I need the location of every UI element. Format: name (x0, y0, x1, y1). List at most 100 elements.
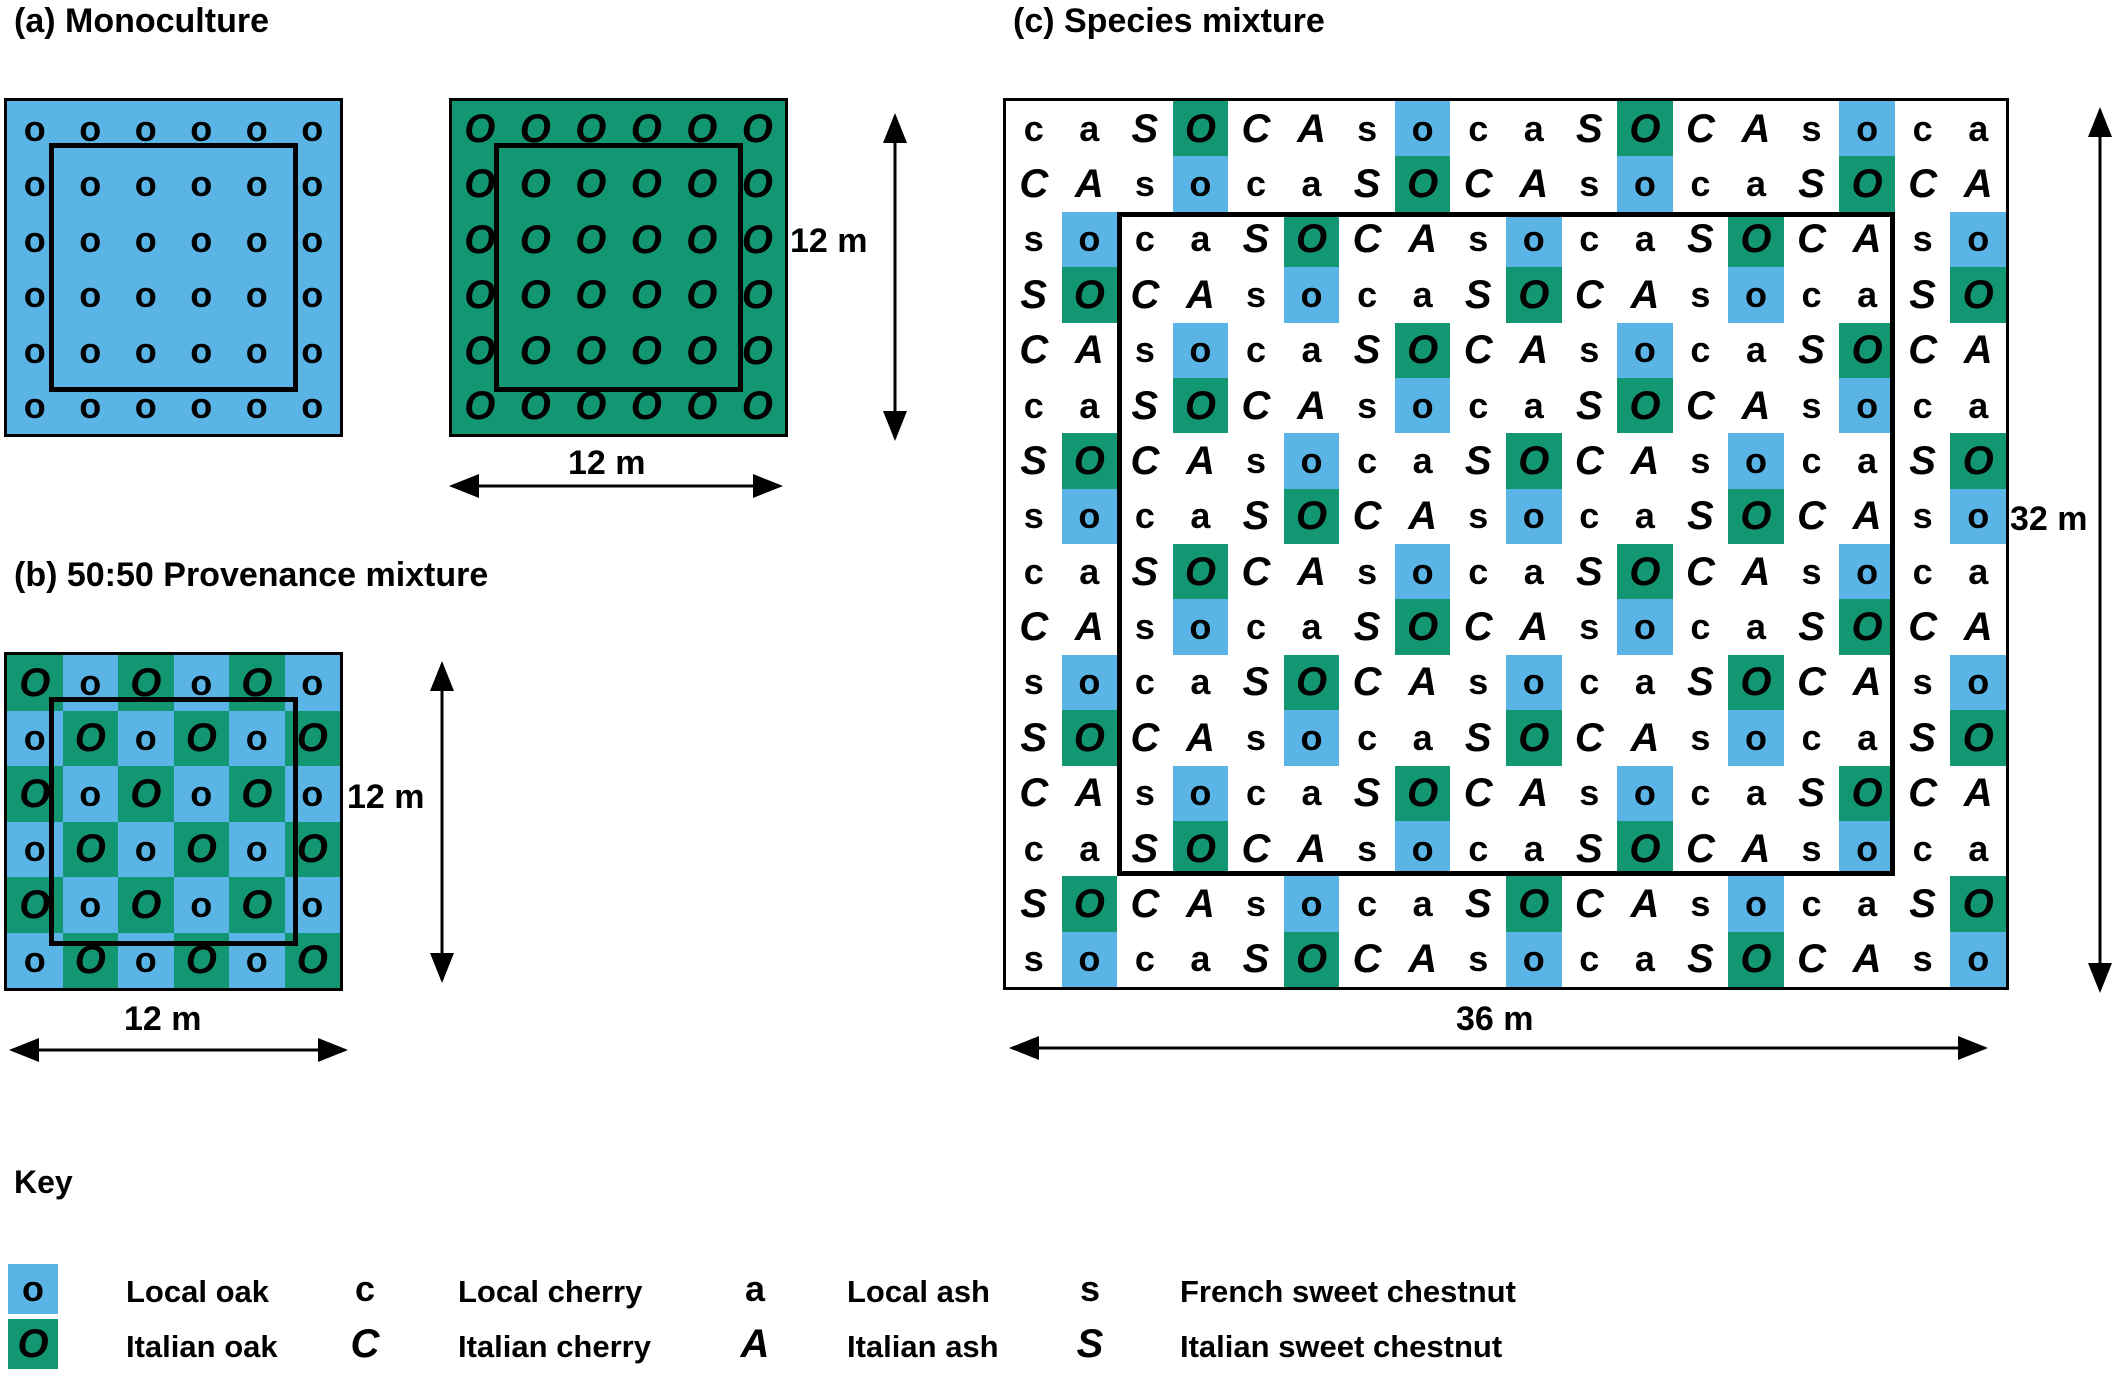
plot-cell-local-oak: o (62, 766, 118, 822)
plot-cell-local-oak: o (1394, 820, 1451, 877)
plot-cell-italian-oak: O (1283, 488, 1340, 544)
plot-cell-italian-oak: O (519, 106, 551, 151)
plot-cell-local-cherry: c (1672, 765, 1729, 821)
plot-cell-italian-oak: O (1950, 876, 2006, 932)
plot-cell-italian-oak: O (464, 106, 496, 151)
plot-cell-italian-ash: A (1172, 267, 1229, 323)
plot-cell-italian-cherry: C (1561, 267, 1618, 323)
plot-cell-italian-ash: A (1617, 433, 1673, 489)
plot-cell-local-oak: o (229, 710, 285, 766)
plot-cell-local-oak: o (1839, 544, 1895, 600)
plot-cell-italian-oak: O (62, 710, 118, 766)
plot-cell-local-oak: o (190, 329, 213, 371)
plot-cell-italian-sweet-chestnut: S (1450, 433, 1506, 489)
plot-cell-italian-sweet-chestnut: S (1672, 654, 1729, 711)
plot-cell-local-cherry: c (1894, 377, 1951, 434)
plot-cell-local-oak: o (245, 385, 268, 427)
key-symbol-italian-sweet-chestnut: S (1076, 1321, 1104, 1366)
plot-cell-italian-sweet-chestnut: S (1894, 876, 1951, 932)
key-label-italian-sweet-chestnut: Italian sweet chestnut (1180, 1329, 1503, 1364)
plot-cell-local-oak: o (1394, 544, 1451, 600)
plot-cell-italian-oak: O (575, 162, 607, 207)
plot-cell-local-cherry: c (1783, 876, 1840, 932)
plot-cell-italian-oak: O (464, 384, 496, 429)
plot-cell-local-oak: o (23, 274, 46, 316)
plot-cell-italian-oak: O (62, 821, 118, 877)
plot-cell-local-oak: o (1839, 820, 1895, 877)
plot-cell-italian-sweet-chestnut: S (1672, 211, 1729, 268)
plot-cell-italian-oak: O (741, 384, 773, 429)
plot-cell-italian-oak: O (1950, 267, 2006, 323)
plot-cell-italian-cherry: C (1006, 156, 1062, 212)
plot-cell-local-oak: o (229, 821, 285, 877)
plot-cell-italian-oak: O (464, 273, 496, 318)
plot-cell-italian-cherry: C (1117, 710, 1173, 766)
plot-cell-local-oak: o (1172, 156, 1229, 212)
plot-cell-local-ash: a (1172, 654, 1229, 711)
plot-cell-local-cherry: c (1450, 377, 1506, 434)
plot-cell-local-ash: a (1506, 820, 1562, 877)
plot-cell-italian-ash: A (1839, 211, 1895, 268)
plot-cell-italian-oak: O (1617, 544, 1673, 600)
plot-cell-local-oak: o (1950, 654, 2006, 711)
plot-cell-local-cherry: c (1561, 211, 1618, 268)
plot-cell-local-ash: a (1061, 820, 1118, 877)
plot-cell-italian-oak: O (1394, 765, 1451, 821)
plot-cell-italian-ash: A (1617, 267, 1673, 323)
plot-cell-local-cherry: c (1228, 322, 1284, 378)
plot-cell-italian-oak: O (118, 766, 174, 822)
plot-cell-italian-oak: O (519, 328, 551, 373)
plot-cell-italian-ash: A (1394, 654, 1451, 711)
plot-cell-local-ash: a (1839, 710, 1895, 766)
plot-cell-local-oak: o (190, 274, 213, 316)
plot-cell-italian-ash: A (1394, 211, 1451, 268)
plot-cell-italian-oak: O (1506, 433, 1562, 489)
plot-cell-italian-cherry: C (1228, 101, 1284, 157)
plot-cell-italian-ash: A (1394, 488, 1451, 544)
plot-cell-italian-oak: O (575, 217, 607, 262)
key-symbol-italian-ash: A (740, 1321, 770, 1366)
plot-cell-italian-oak: O (1728, 211, 1784, 268)
plot-cell-local-oak: o (1061, 654, 1118, 711)
plot-cell-italian-oak: O (1728, 488, 1784, 544)
plot-cell-local-cherry: c (1117, 931, 1173, 987)
plot-cell-local-oak: o (1617, 322, 1673, 378)
plot-cell-italian-cherry: C (1339, 488, 1395, 544)
plot-cell-italian-ash: A (1839, 488, 1895, 544)
plot-cell-italian-oak: O (1617, 377, 1673, 434)
plot-cell-local-ash: a (1839, 267, 1895, 323)
plot-cell-local-oak: o (79, 329, 102, 371)
plot-cell-italian-oak: O (686, 106, 718, 151)
plot-cell-italian-ash: A (1506, 156, 1562, 212)
plot-cell-local-cherry: c (1783, 433, 1840, 489)
plot-cell-italian-cherry: C (1450, 599, 1506, 655)
plot-cell-local-oak: o (190, 218, 213, 260)
key-label-local-cherry: Local cherry (458, 1274, 643, 1309)
plot-cell-italian-cherry: C (1672, 820, 1729, 877)
plot-cell-french-sweet-chestnut: s (1450, 211, 1506, 268)
plot-cell-italian-oak: O (741, 273, 773, 318)
plot-cell-italian-sweet-chestnut: S (1006, 710, 1062, 766)
plot-cell-italian-cherry: C (1894, 156, 1951, 212)
plot-cell-italian-oak: O (630, 106, 662, 151)
plot-cell-italian-oak: O (686, 217, 718, 262)
plot-cell-italian-oak: O (1061, 433, 1118, 489)
plot-cell-italian-oak: O (1950, 710, 2006, 766)
plot-cell-italian-oak: O (173, 821, 229, 877)
plot-cell-local-cherry: c (1117, 211, 1173, 268)
plot-cell-italian-oak: O (1839, 156, 1895, 212)
plot-cell-local-cherry: c (1228, 599, 1284, 655)
plot-cell-italian-sweet-chestnut: S (1339, 765, 1395, 821)
plot-cell-local-oak: o (62, 877, 118, 933)
key-symbol-italian-oak: O (8, 1319, 58, 1369)
plot-cell-italian-oak: O (1950, 433, 2006, 489)
plot-cell-italian-ash: A (1061, 599, 1118, 655)
plot-cell-italian-cherry: C (1006, 322, 1062, 378)
plot-cell-italian-sweet-chestnut: S (1117, 101, 1173, 157)
plot-cell-local-cherry: c (1006, 820, 1062, 877)
plot-cell-local-ash: a (1394, 267, 1451, 323)
plot-cell-italian-cherry: C (1117, 267, 1173, 323)
plot-cell-italian-ash: A (1728, 820, 1784, 877)
